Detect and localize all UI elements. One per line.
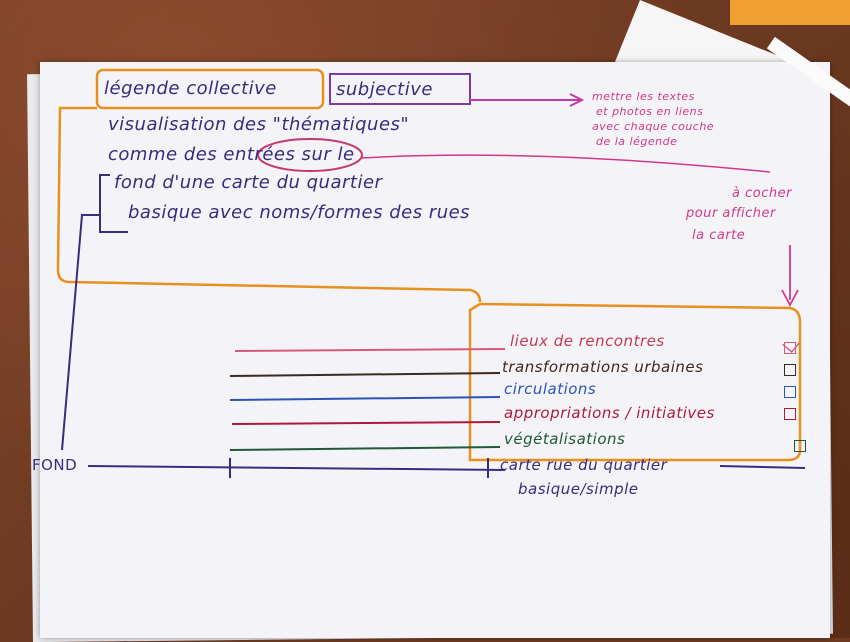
map-label-2: basique/simple bbox=[518, 480, 639, 498]
pink-connector bbox=[361, 154, 771, 173]
corner-orange-paper bbox=[730, 0, 850, 25]
layer-label-rencontres: lieux de rencontres bbox=[510, 332, 665, 350]
fond-label: FOND bbox=[32, 456, 78, 474]
checkbox-circulations[interactable] bbox=[784, 386, 796, 398]
layer-label-circulations: circulations bbox=[504, 380, 597, 398]
note-right-line-2: pour afficher bbox=[686, 206, 776, 221]
title-subjective: subjective bbox=[336, 79, 433, 100]
note-top-line-1: mettre les textes bbox=[592, 90, 695, 103]
description-line-3: fond d'une carte du quartier bbox=[114, 172, 383, 193]
base-line bbox=[87, 465, 506, 471]
checkbox-vegetalisations[interactable] bbox=[794, 440, 806, 452]
description-line-2: comme des entrées sur le bbox=[108, 144, 355, 165]
checkbox-transformations[interactable] bbox=[784, 364, 796, 376]
checkbox-appropriations[interactable] bbox=[784, 408, 796, 420]
orange-layers-box bbox=[468, 302, 802, 462]
note-right-line-3: la carte bbox=[692, 228, 746, 243]
note-top-line-3: avec chaque couche bbox=[592, 120, 715, 133]
purple-fond-connector bbox=[61, 214, 100, 451]
note-right-line-1: à cocher bbox=[732, 186, 792, 201]
purple-fond-bracket bbox=[99, 174, 128, 233]
orange-title-box bbox=[95, 68, 325, 110]
title-legende: légende collective bbox=[104, 78, 277, 99]
orange-left-bracket bbox=[56, 106, 482, 303]
layer-line-circulations bbox=[229, 396, 501, 401]
layer-label-transformations: transformations urbaines bbox=[502, 358, 704, 376]
layer-line-appropriations bbox=[231, 421, 501, 425]
layer-line-transformations bbox=[229, 372, 501, 377]
description-line-1: visualisation des "thématiques" bbox=[108, 114, 410, 135]
base-line-right bbox=[719, 465, 806, 469]
note-top-line-2: et photos en liens bbox=[596, 105, 704, 118]
purple-subjective-box bbox=[329, 73, 471, 105]
entrees-circle bbox=[257, 138, 363, 172]
checkbox-rencontres[interactable] bbox=[782, 335, 800, 354]
layer-line-vegetalisations bbox=[229, 446, 501, 451]
note-top-line-4: de la légende bbox=[596, 135, 678, 148]
layer-label-vegetalisations: végétalisations bbox=[504, 430, 626, 448]
layer-line-rencontres bbox=[234, 348, 506, 352]
pink-down-arrowhead bbox=[781, 289, 799, 307]
magenta-arrow-head bbox=[569, 93, 585, 107]
map-label-1: carte rue du quartier bbox=[500, 456, 668, 474]
layer-label-appropriations: appropriations / initiatives bbox=[504, 404, 715, 422]
description-line-4: basique avec noms/formes des rues bbox=[128, 202, 471, 223]
